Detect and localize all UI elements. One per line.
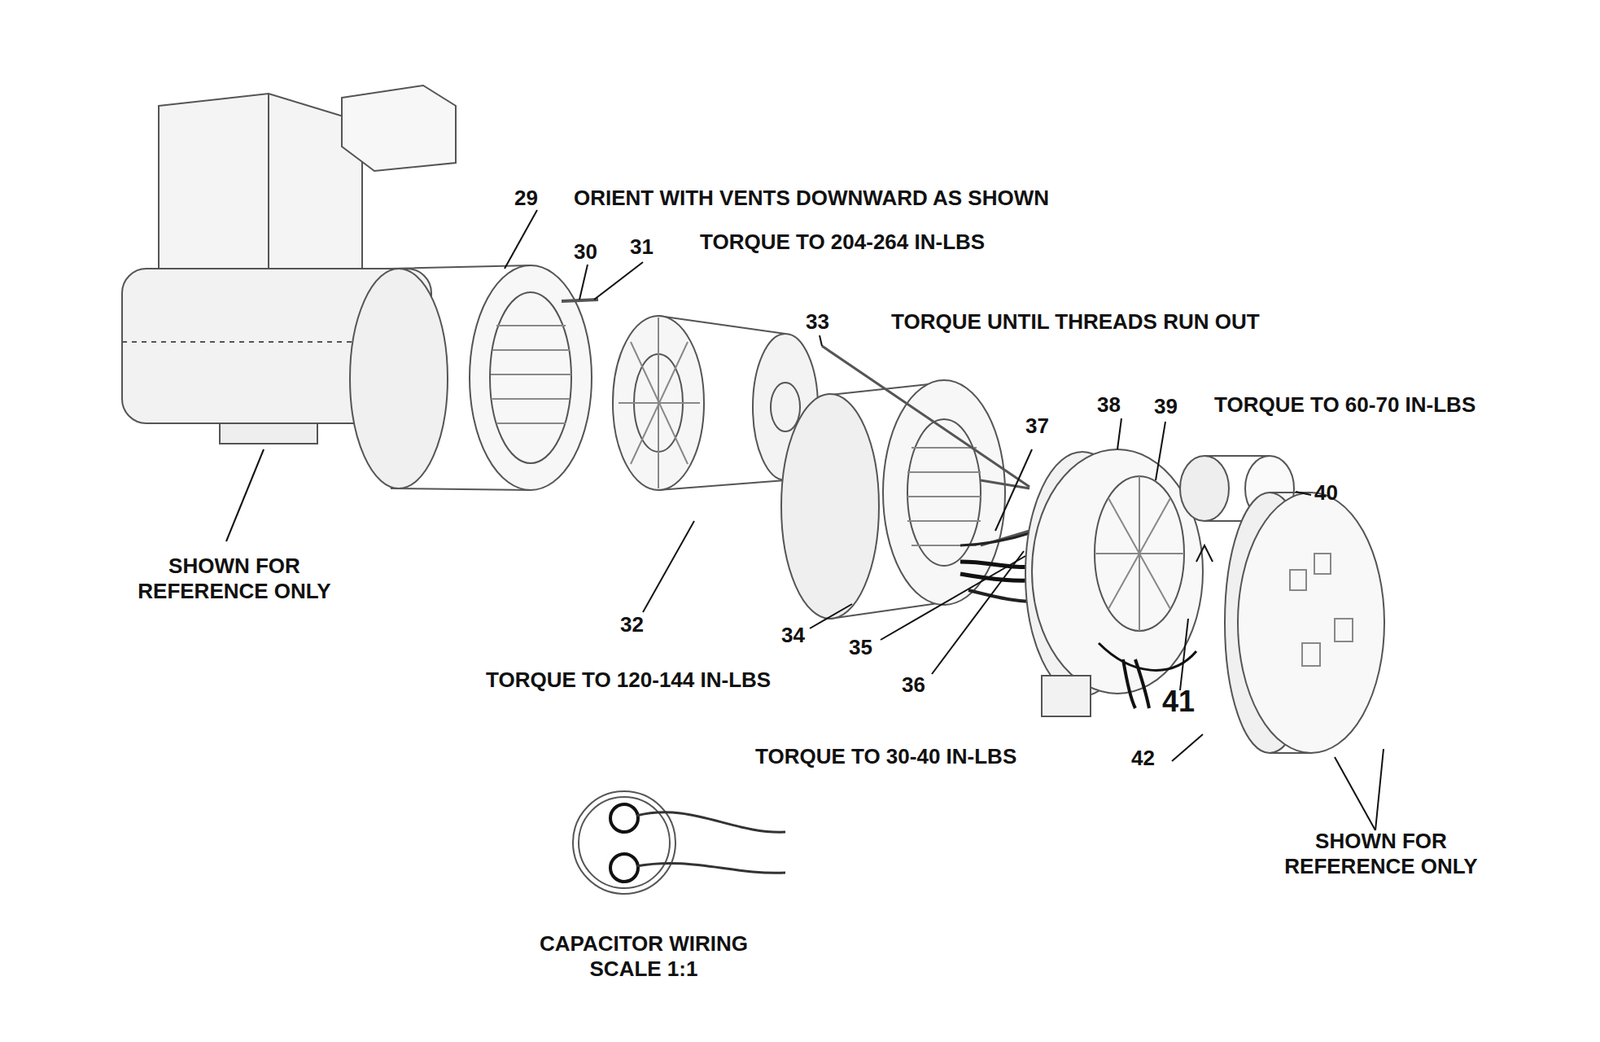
callout-number: 34 <box>781 622 805 648</box>
callout-number: 32 <box>620 612 644 638</box>
detail-title: CAPACITOR WIRING SCALE 1:1 <box>505 931 783 982</box>
torque-note: TORQUE TO 60-70 IN-LBS <box>1214 392 1476 418</box>
callout-number: 35 <box>848 634 873 661</box>
callout-number: 39 <box>1154 393 1178 420</box>
callout-number: 33 <box>805 309 830 335</box>
torque-note: TORQUE TO 120-144 IN-LBS <box>485 667 771 693</box>
torque-note: TORQUE TO 204-264 IN-LBS <box>699 229 985 255</box>
callout-number: 30 <box>573 239 598 265</box>
torque-note: TORQUE TO 30-40 IN-LBS <box>755 743 1017 770</box>
assembly-note: ORIENT WITH VENTS DOWNWARD AS SHOWN <box>573 185 1050 211</box>
callout-number: 36 <box>901 672 926 698</box>
torque-note: TORQUE UNTIL THREADS RUN OUT <box>891 309 1260 335</box>
callout-number: 29 <box>514 185 538 211</box>
callout-number: 37 <box>1025 413 1050 439</box>
callout-number: 42 <box>1131 745 1155 771</box>
callout-number: 41 <box>1162 683 1195 719</box>
reference-note: SHOWN FOR REFERENCE ONLY <box>112 553 357 604</box>
callout-number: 38 <box>1097 392 1121 418</box>
reference-note: SHOWN FOR REFERENCE ONLY <box>1259 828 1504 879</box>
callout-number: 40 <box>1314 480 1338 506</box>
callout-number: 31 <box>629 234 654 260</box>
